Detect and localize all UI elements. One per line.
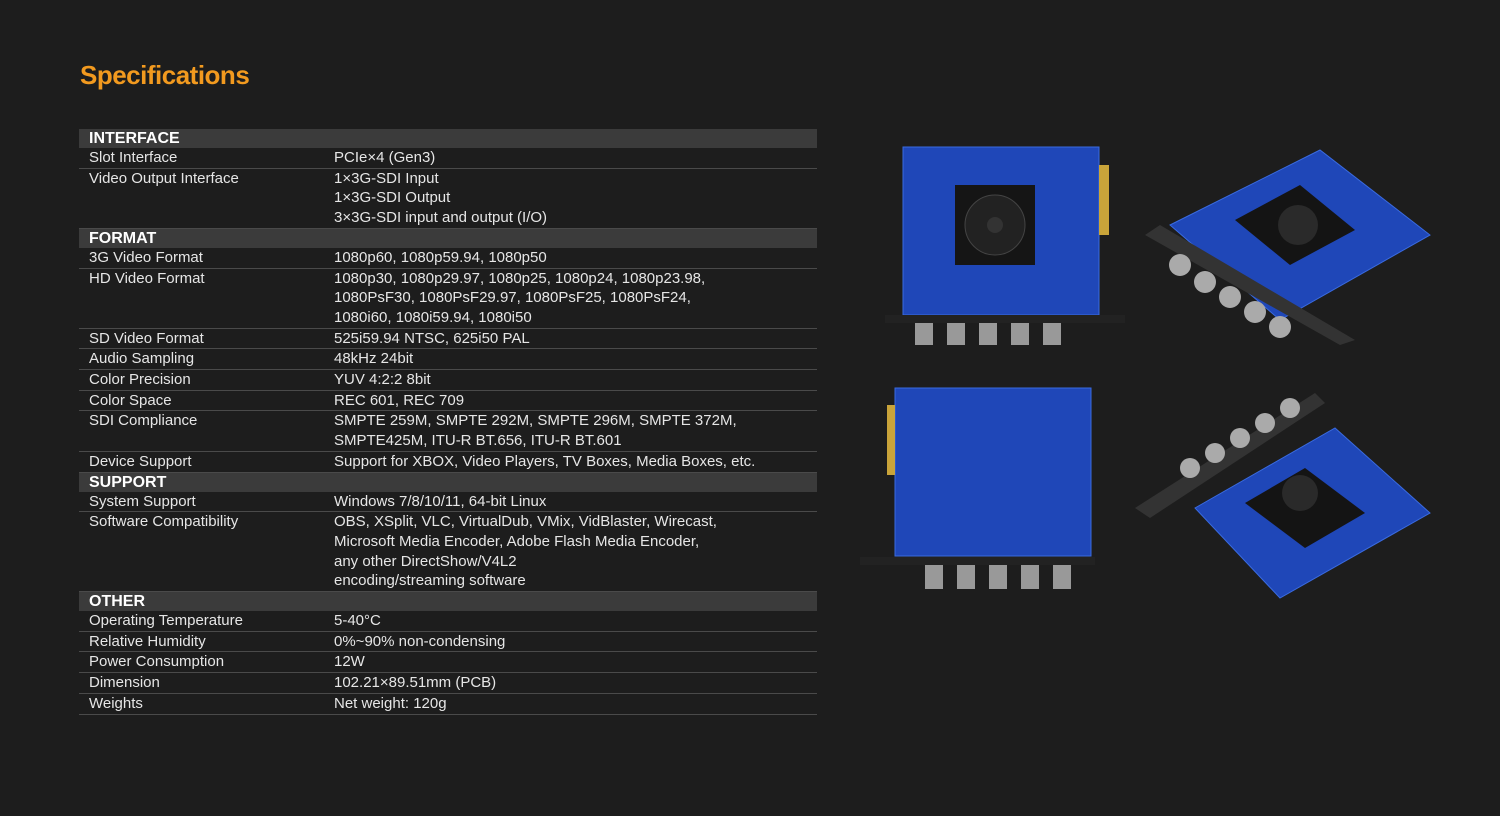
- product-photos: [855, 130, 1455, 610]
- spec-value: YUV 4:2:2 8bit: [334, 370, 817, 390]
- spec-label: Dimension: [89, 674, 160, 692]
- card-back-photo: [860, 387, 1095, 589]
- spec-row: System Support Windows 7/8/10/11, 64-bit …: [79, 492, 817, 513]
- spec-label: 3G Video Format: [89, 248, 203, 266]
- spec-label: Device Support: [89, 452, 192, 470]
- spec-value: 12W: [334, 652, 817, 672]
- spec-row: Software Compatibility OBS, XSplit, VLC, …: [79, 512, 817, 593]
- spec-row: Color Precision YUV 4:2:2 8bit: [79, 370, 817, 391]
- spec-row: Weights Net weight: 120g: [79, 694, 817, 715]
- spec-value-line: 3×3G-SDI input and output (I/O): [334, 209, 548, 227]
- spec-value-line: 1080i60, 1080i59.94, 1080i50: [334, 308, 532, 326]
- spec-value: Net weight: 120g: [334, 694, 817, 714]
- spec-row: Device Support Support for XBOX, Video Pl…: [79, 452, 817, 473]
- spec-label: SD Video Format: [89, 329, 204, 347]
- spec-value-line: Microsoft Media Encoder, Adobe Flash Med…: [334, 532, 700, 550]
- spec-label: Color Space: [89, 391, 172, 409]
- section-heading-format: FORMAT: [79, 228, 817, 248]
- section-heading-interface: INTERFACE: [79, 129, 817, 148]
- spec-value-line: 12W: [334, 653, 365, 671]
- spec-value-line: Net weight: 120g: [334, 694, 447, 712]
- spec-label: Operating Temperature: [89, 612, 243, 630]
- spec-row: SDI Compliance SMPTE 259M, SMPTE 292M, SM…: [79, 411, 817, 452]
- spec-row: Relative Humidity 0%~90% non-condensing: [79, 632, 817, 653]
- spec-label: Relative Humidity: [89, 632, 206, 650]
- spec-label: Color Precision: [89, 371, 191, 389]
- spec-row: HD Video Format 1080p30, 1080p29.97, 1080…: [79, 269, 817, 329]
- spec-row: Slot Interface PCIe×4 (Gen3): [79, 148, 817, 169]
- spec-row: 3G Video Format 1080p60, 1080p59.94, 1080…: [79, 248, 817, 269]
- spec-row: Color Space REC 601, REC 709: [79, 391, 817, 412]
- spec-value-line: OBS, XSplit, VLC, VirtualDub, VMix, VidB…: [334, 513, 717, 531]
- spec-value: 102.21×89.51mm (PCB): [334, 673, 817, 693]
- spec-label: Slot Interface: [89, 149, 178, 166]
- spec-value-line: YUV 4:2:2 8bit: [334, 371, 431, 389]
- spec-value: Support for XBOX, Video Players, TV Boxe…: [334, 452, 817, 472]
- spec-label: System Support: [89, 492, 196, 510]
- spec-value: PCIe×4 (Gen3): [334, 148, 817, 168]
- section-heading-support: SUPPORT: [79, 472, 817, 492]
- spec-value-line: 1×3G-SDI Output: [334, 189, 451, 207]
- spec-value-line: 102.21×89.51mm (PCB): [334, 674, 497, 692]
- spec-value-line: Support for XBOX, Video Players, TV Boxe…: [334, 452, 756, 470]
- spec-value-line: 0%~90% non-condensing: [334, 632, 506, 650]
- spec-value: 1×3G-SDI Input 1×3G-SDI Output 3×3G-SDI in…: [334, 169, 817, 228]
- spec-label: Software Compatibility: [89, 513, 239, 531]
- spec-value-line: PCIe×4 (Gen3): [334, 149, 436, 166]
- card-angled-rear-photo: [1135, 393, 1431, 599]
- spec-label: SDI Compliance: [89, 412, 198, 430]
- spec-value-line: 1080p60, 1080p59.94, 1080p50: [334, 248, 547, 266]
- spec-value-line: any other DirectShow/V4L2: [334, 552, 517, 570]
- spec-row: Dimension 102.21×89.51mm (PCB): [79, 673, 817, 694]
- spec-label: Video Output Interface: [89, 169, 239, 187]
- spec-row: SD Video Format 525i59.94 NTSC, 625i50 PA…: [79, 329, 817, 350]
- spec-value: 0%~90% non-condensing: [334, 632, 817, 652]
- spec-value-line: 5-40°C: [334, 612, 381, 630]
- spec-value-line: SMPTE 259M, SMPTE 292M, SMPTE 296M, SMPT…: [334, 412, 737, 430]
- spec-value: SMPTE 259M, SMPTE 292M, SMPTE 296M, SMPT…: [334, 411, 817, 450]
- spec-value-line: encoding/streaming software: [334, 572, 526, 590]
- spec-value-line: 48kHz 24bit: [334, 350, 414, 368]
- spec-value-line: 525i59.94 NTSC, 625i50 PAL: [334, 329, 530, 347]
- spec-value: 525i59.94 NTSC, 625i50 PAL: [334, 329, 817, 349]
- spec-value: OBS, XSplit, VLC, VirtualDub, VMix, VidB…: [334, 512, 817, 591]
- spec-value-line: 1080p30, 1080p29.97, 1080p25, 1080p24, 1…: [334, 269, 706, 287]
- spec-value-line: Windows 7/8/10/11, 64-bit Linux: [334, 492, 547, 510]
- spec-value: 1080p60, 1080p59.94, 1080p50: [334, 248, 817, 268]
- spec-label: Power Consumption: [89, 653, 225, 671]
- card-front-photo: [885, 146, 1125, 345]
- spec-row: Audio Sampling 48kHz 24bit: [79, 349, 817, 371]
- spec-value-line: SMPTE425M, ITU-R BT.656, ITU-R BT.601: [334, 432, 622, 450]
- spec-label: HD Video Format: [89, 269, 205, 287]
- spec-value-line: 1×3G-SDI Input: [334, 169, 439, 187]
- section-heading-other: OTHER: [79, 592, 817, 612]
- spec-value: REC 601, REC 709: [334, 391, 817, 411]
- card-angled-photo: [1145, 149, 1431, 345]
- spec-row: Power Consumption 12W: [79, 652, 817, 674]
- spec-value-line: REC 601, REC 709: [334, 391, 465, 409]
- page-title: Specifications: [80, 60, 250, 90]
- spec-value: 48kHz 24bit: [334, 349, 817, 369]
- spec-label: Weights: [89, 694, 143, 712]
- spec-value: 1080p30, 1080p29.97, 1080p25, 1080p24, 1…: [334, 269, 817, 328]
- spec-value: Windows 7/8/10/11, 64-bit Linux: [334, 492, 817, 512]
- spec-label: Audio Sampling: [89, 350, 195, 368]
- spec-row: Operating Temperature 5-40°C: [79, 611, 817, 632]
- spec-value: 5-40°C: [334, 611, 817, 631]
- spec-value-line: 1080PsF30, 1080PsF29.97, 1080PsF25, 1080…: [334, 289, 691, 307]
